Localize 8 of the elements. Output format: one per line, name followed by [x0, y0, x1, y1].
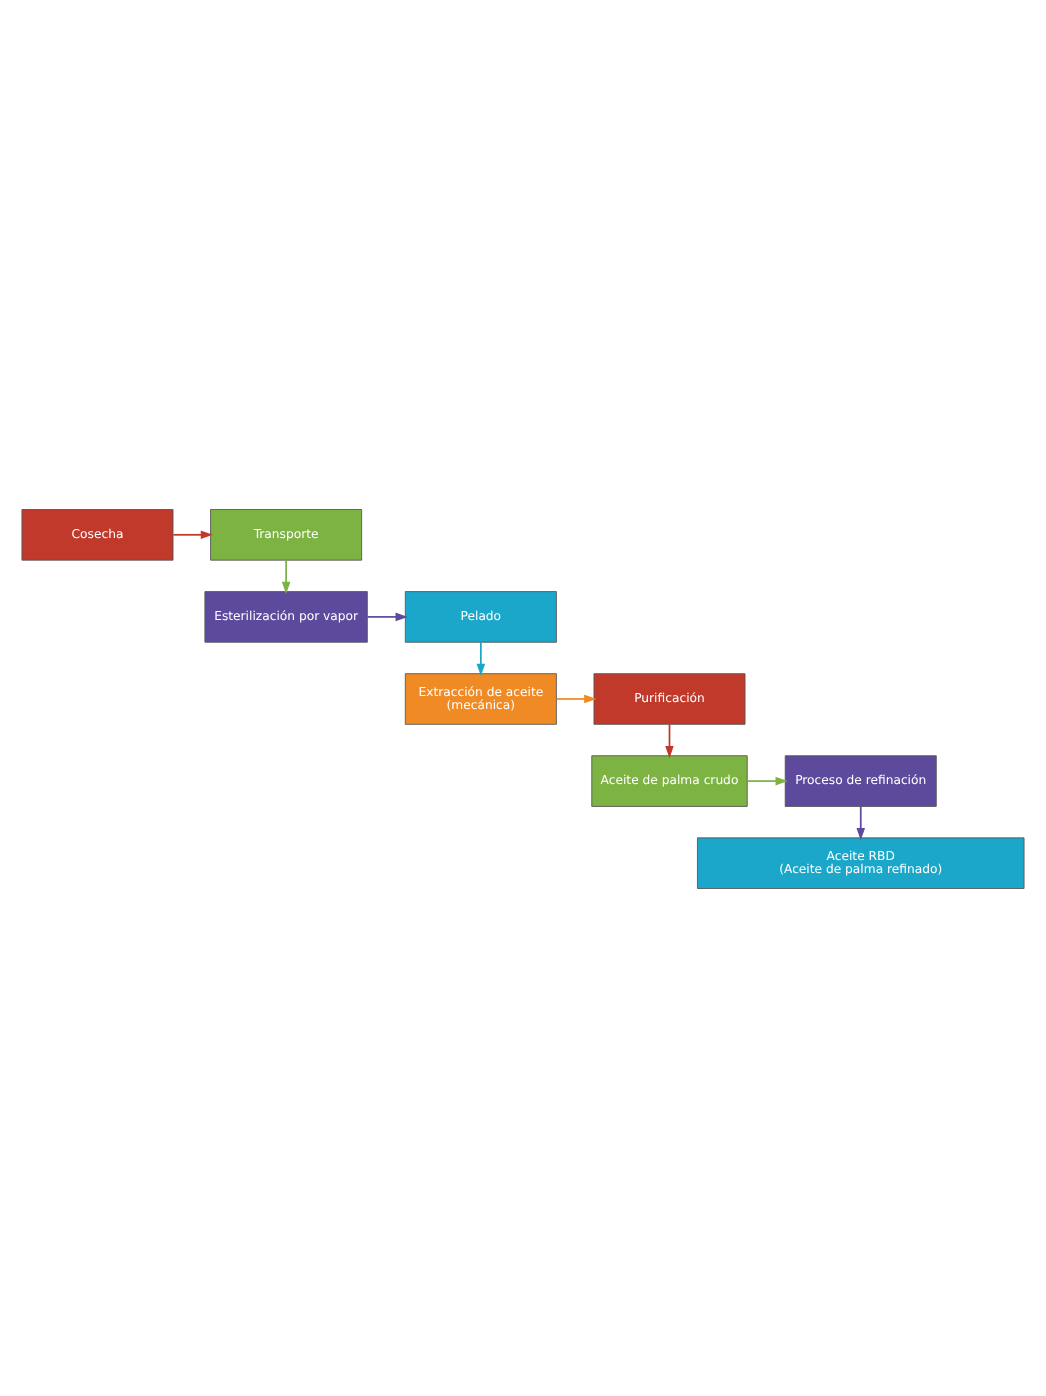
arrow [555, 693, 597, 703]
arrow [856, 804, 866, 840]
arrow [746, 775, 788, 785]
arrow [172, 529, 213, 539]
arrow [665, 722, 674, 758]
arrow [281, 558, 291, 594]
arrow [366, 611, 408, 621]
arrow [476, 640, 486, 676]
